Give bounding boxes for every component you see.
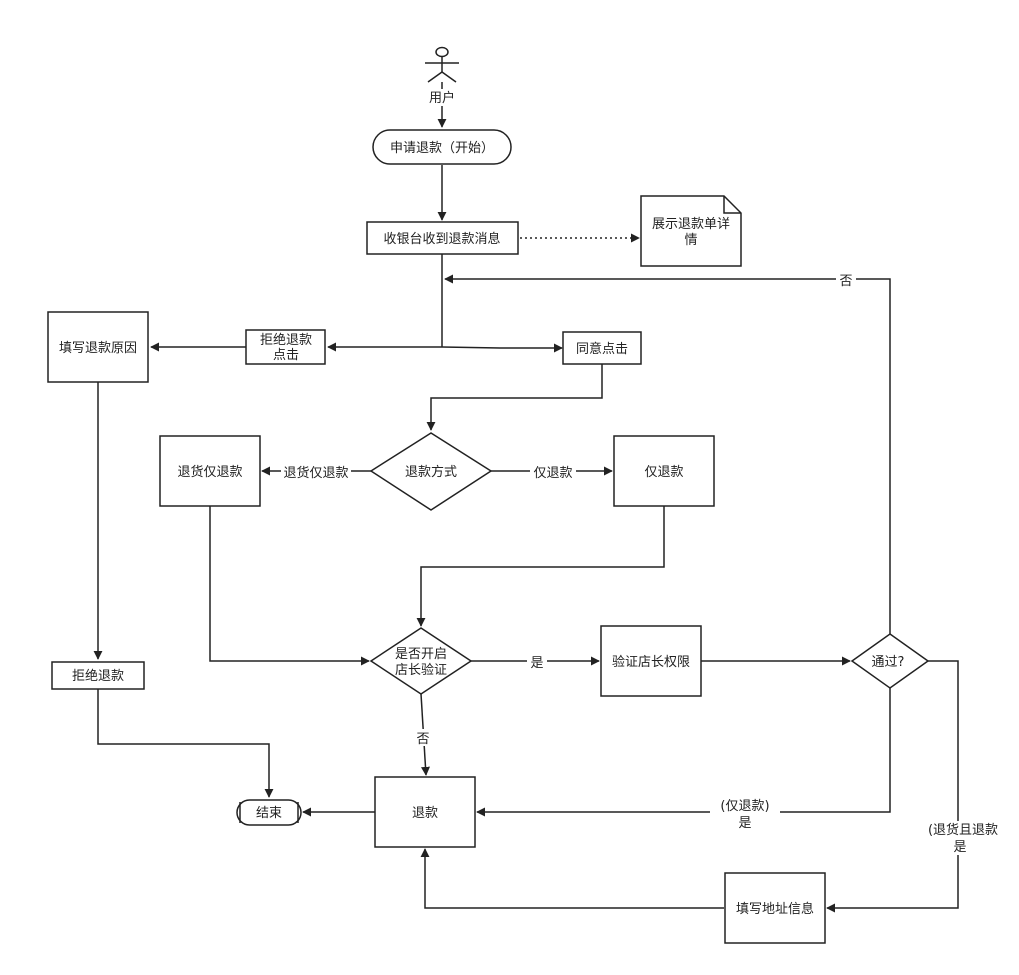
edge-labels: 否 退货仅退款 仅退款 是 否 (仅退款) 是 (退货且退款 是 <box>281 271 1002 855</box>
svg-text:仅退款: 仅退款 <box>644 465 683 480</box>
node-refund-method: 退款方式 <box>369 432 493 511</box>
node-show-detail: 展示退款单详 情 <box>640 195 742 267</box>
label-refund-only-yes-line2: 是 <box>738 816 751 831</box>
node-return-refund: 退货仅退款 <box>159 435 261 507</box>
svg-text:验证店长权限: 验证店长权限 <box>612 654 690 670</box>
label-no-top: 否 <box>839 274 852 289</box>
node-fill-reason: 填写退款原因 <box>47 311 149 383</box>
edge-reject-to-end <box>97 689 274 798</box>
node-refund-only: 仅退款 <box>613 435 715 507</box>
actor: 用户 <box>425 46 459 106</box>
edge-passed-return <box>826 660 959 913</box>
edge-agree-to-method <box>426 364 603 431</box>
label-return-yes-line2: 是 <box>953 840 966 855</box>
node-verify-permission: 验证店长权限 <box>600 625 702 697</box>
edge-passed-no <box>444 274 891 634</box>
svg-text:收银台收到退款消息: 收银台收到退款消息 <box>383 231 500 247</box>
edge-address-to-refund <box>420 848 724 909</box>
svg-text:是否开启: 是否开启 <box>395 647 447 662</box>
user-actor-icon <box>425 46 459 83</box>
svg-text:拒绝退款: 拒绝退款 <box>72 668 124 684</box>
edge-refundonly-to-check <box>416 506 665 627</box>
node-manager-check: 是否开启 店长验证 <box>369 627 473 695</box>
label-refund-only: 仅退款 <box>533 466 572 481</box>
label-return-refund: 退货仅退款 <box>283 465 348 481</box>
node-refund: 退款 <box>374 776 476 848</box>
node-fill-address: 填写地址信息 <box>724 872 826 944</box>
node-passed: 通过? <box>850 633 930 689</box>
svg-text:同意点击: 同意点击 <box>576 341 628 357</box>
edge-return-to-check <box>209 506 370 666</box>
node-start: 申请退款（开始） <box>372 129 512 165</box>
node-agree-click: 同意点击 <box>562 331 642 365</box>
svg-text:展示退款单详: 展示退款单详 <box>652 217 730 232</box>
svg-text:店长验证: 店长验证 <box>395 662 447 678</box>
node-cashier: 收银台收到退款消息 <box>366 221 519 255</box>
svg-text:退款方式: 退款方式 <box>405 464 457 480</box>
node-reject-click: 拒绝退款 点击 <box>245 329 326 365</box>
edge-to-agree-click <box>441 343 563 353</box>
node-reject-refund: 拒绝退款 <box>51 661 145 690</box>
node-end: 结束 <box>236 799 302 826</box>
svg-text:申请退款（开始）: 申请退款（开始） <box>390 141 494 156</box>
label-yes-mid: 是 <box>530 656 543 671</box>
svg-text:点击: 点击 <box>273 348 299 363</box>
svg-text:情: 情 <box>684 233 697 248</box>
label-return-yes-line1: (退货且退款 <box>928 822 998 838</box>
label-refund-only-yes-line1: (仅退款) <box>720 799 769 814</box>
edge-passed-refundonly <box>476 688 891 817</box>
svg-text:填写地址信息: 填写地址信息 <box>736 901 814 917</box>
label-no-mid: 否 <box>416 732 429 747</box>
svg-text:填写退款原因: 填写退款原因 <box>59 341 137 356</box>
svg-text:结束: 结束 <box>256 806 282 821</box>
svg-text:退货仅退款: 退货仅退款 <box>177 464 242 480</box>
svg-text:退款: 退款 <box>412 806 438 821</box>
svg-text:通过?: 通过? <box>872 655 905 670</box>
svg-text:拒绝退款: 拒绝退款 <box>260 332 312 348</box>
actor-label: 用户 <box>429 90 455 106</box>
